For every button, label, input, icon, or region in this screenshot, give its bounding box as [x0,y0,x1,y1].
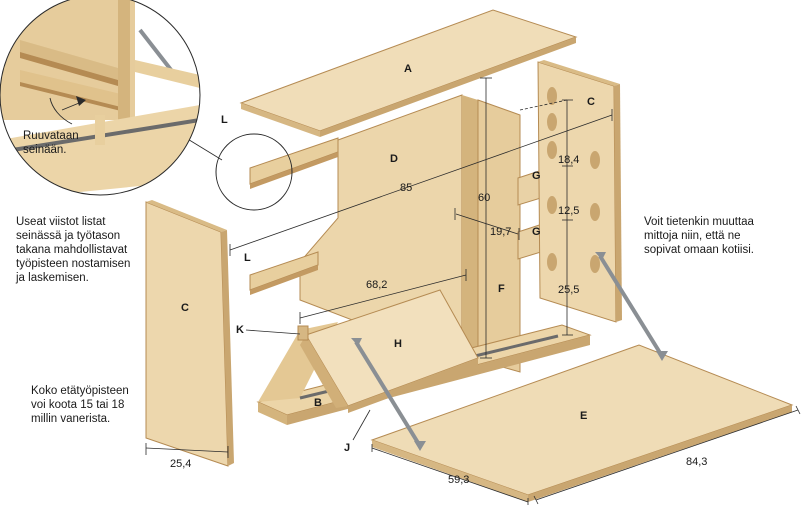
label-part-k: K [236,324,244,336]
note-left-bottom: Koko etätyöpisteen voi koota 15 tai 18 m… [31,384,129,426]
label-part-c-right: C [587,96,595,108]
label-part-g-bottom: G [532,226,541,238]
panel-c-left [145,200,234,467]
detail-marker-circle [215,133,293,211]
note-detail: Ruuvataan seinään. [23,129,79,157]
batten-l-top [249,137,339,189]
leader-lines [185,137,371,441]
dim-59-3: 59,3 [448,474,470,486]
note-left-top-line-4: työpisteen nostamisen [16,258,131,270]
note-right: Voit tietenkin muuttaa mittoja niin, ett… [644,215,754,257]
note-left-top: Useat viistot listat seinässä ja työtaso… [16,215,130,285]
label-part-l-top: L [221,114,228,126]
note-detail-line-1: Ruuvataan [23,130,79,142]
batten-l-bottom [249,251,319,295]
label-part-d: D [390,153,398,165]
note-right-line-1: Voit tietenkin muuttaa [644,216,754,228]
dim-12-5: 12,5 [558,205,580,217]
note-left-top-line-2: seinässä ja työtason [16,230,121,242]
dimension-lines [145,77,801,505]
dim-18-4: 18,4 [558,154,580,166]
note-left-bottom-line-2: voi koota 15 tai 18 [31,399,125,411]
label-part-c-left: C [181,302,189,314]
note-right-line-2: mittoja niin, että ne [644,230,741,242]
dim-68-2: 68,2 [366,279,388,291]
label-part-a: A [404,63,412,75]
label-part-g-top: G [532,170,541,182]
note-left-top-line-5: ja laskemisen. [16,272,89,284]
dim-60: 60 [478,192,491,204]
panel-d [299,94,478,363]
label-part-e: E [580,410,588,422]
dim-84-3: 84,3 [686,456,708,468]
panel-c-right [537,60,622,323]
dim-25-5: 25,5 [558,284,580,296]
block-k [297,325,309,341]
support-rods [351,252,668,451]
dim-25-4: 25,4 [170,458,192,470]
panel-e [370,344,794,502]
label-part-h: H [394,338,402,350]
label-part-b: B [314,397,322,409]
label-part-l-bottom: L [244,252,251,264]
note-detail-line-2: seinään. [23,144,67,156]
label-part-f: F [498,283,505,295]
panel-f [477,99,521,373]
label-part-j: J [344,442,351,454]
panel-a [239,9,578,137]
panel-h [300,289,479,413]
note-left-top-line-3: takana mahdollistavat [16,244,128,256]
note-left-top-line-1: Useat viistot listat [16,216,106,228]
detail-inset [0,0,201,196]
note-left-bottom-line-3: millin vanerista. [31,413,111,425]
note-right-line-3: sopivat omaan kotiisi. [644,244,754,256]
dim-85: 85 [400,182,413,194]
note-left-bottom-line-1: Koko etätyöpisteen [31,385,129,397]
dim-19-7: 19,7 [490,226,512,238]
